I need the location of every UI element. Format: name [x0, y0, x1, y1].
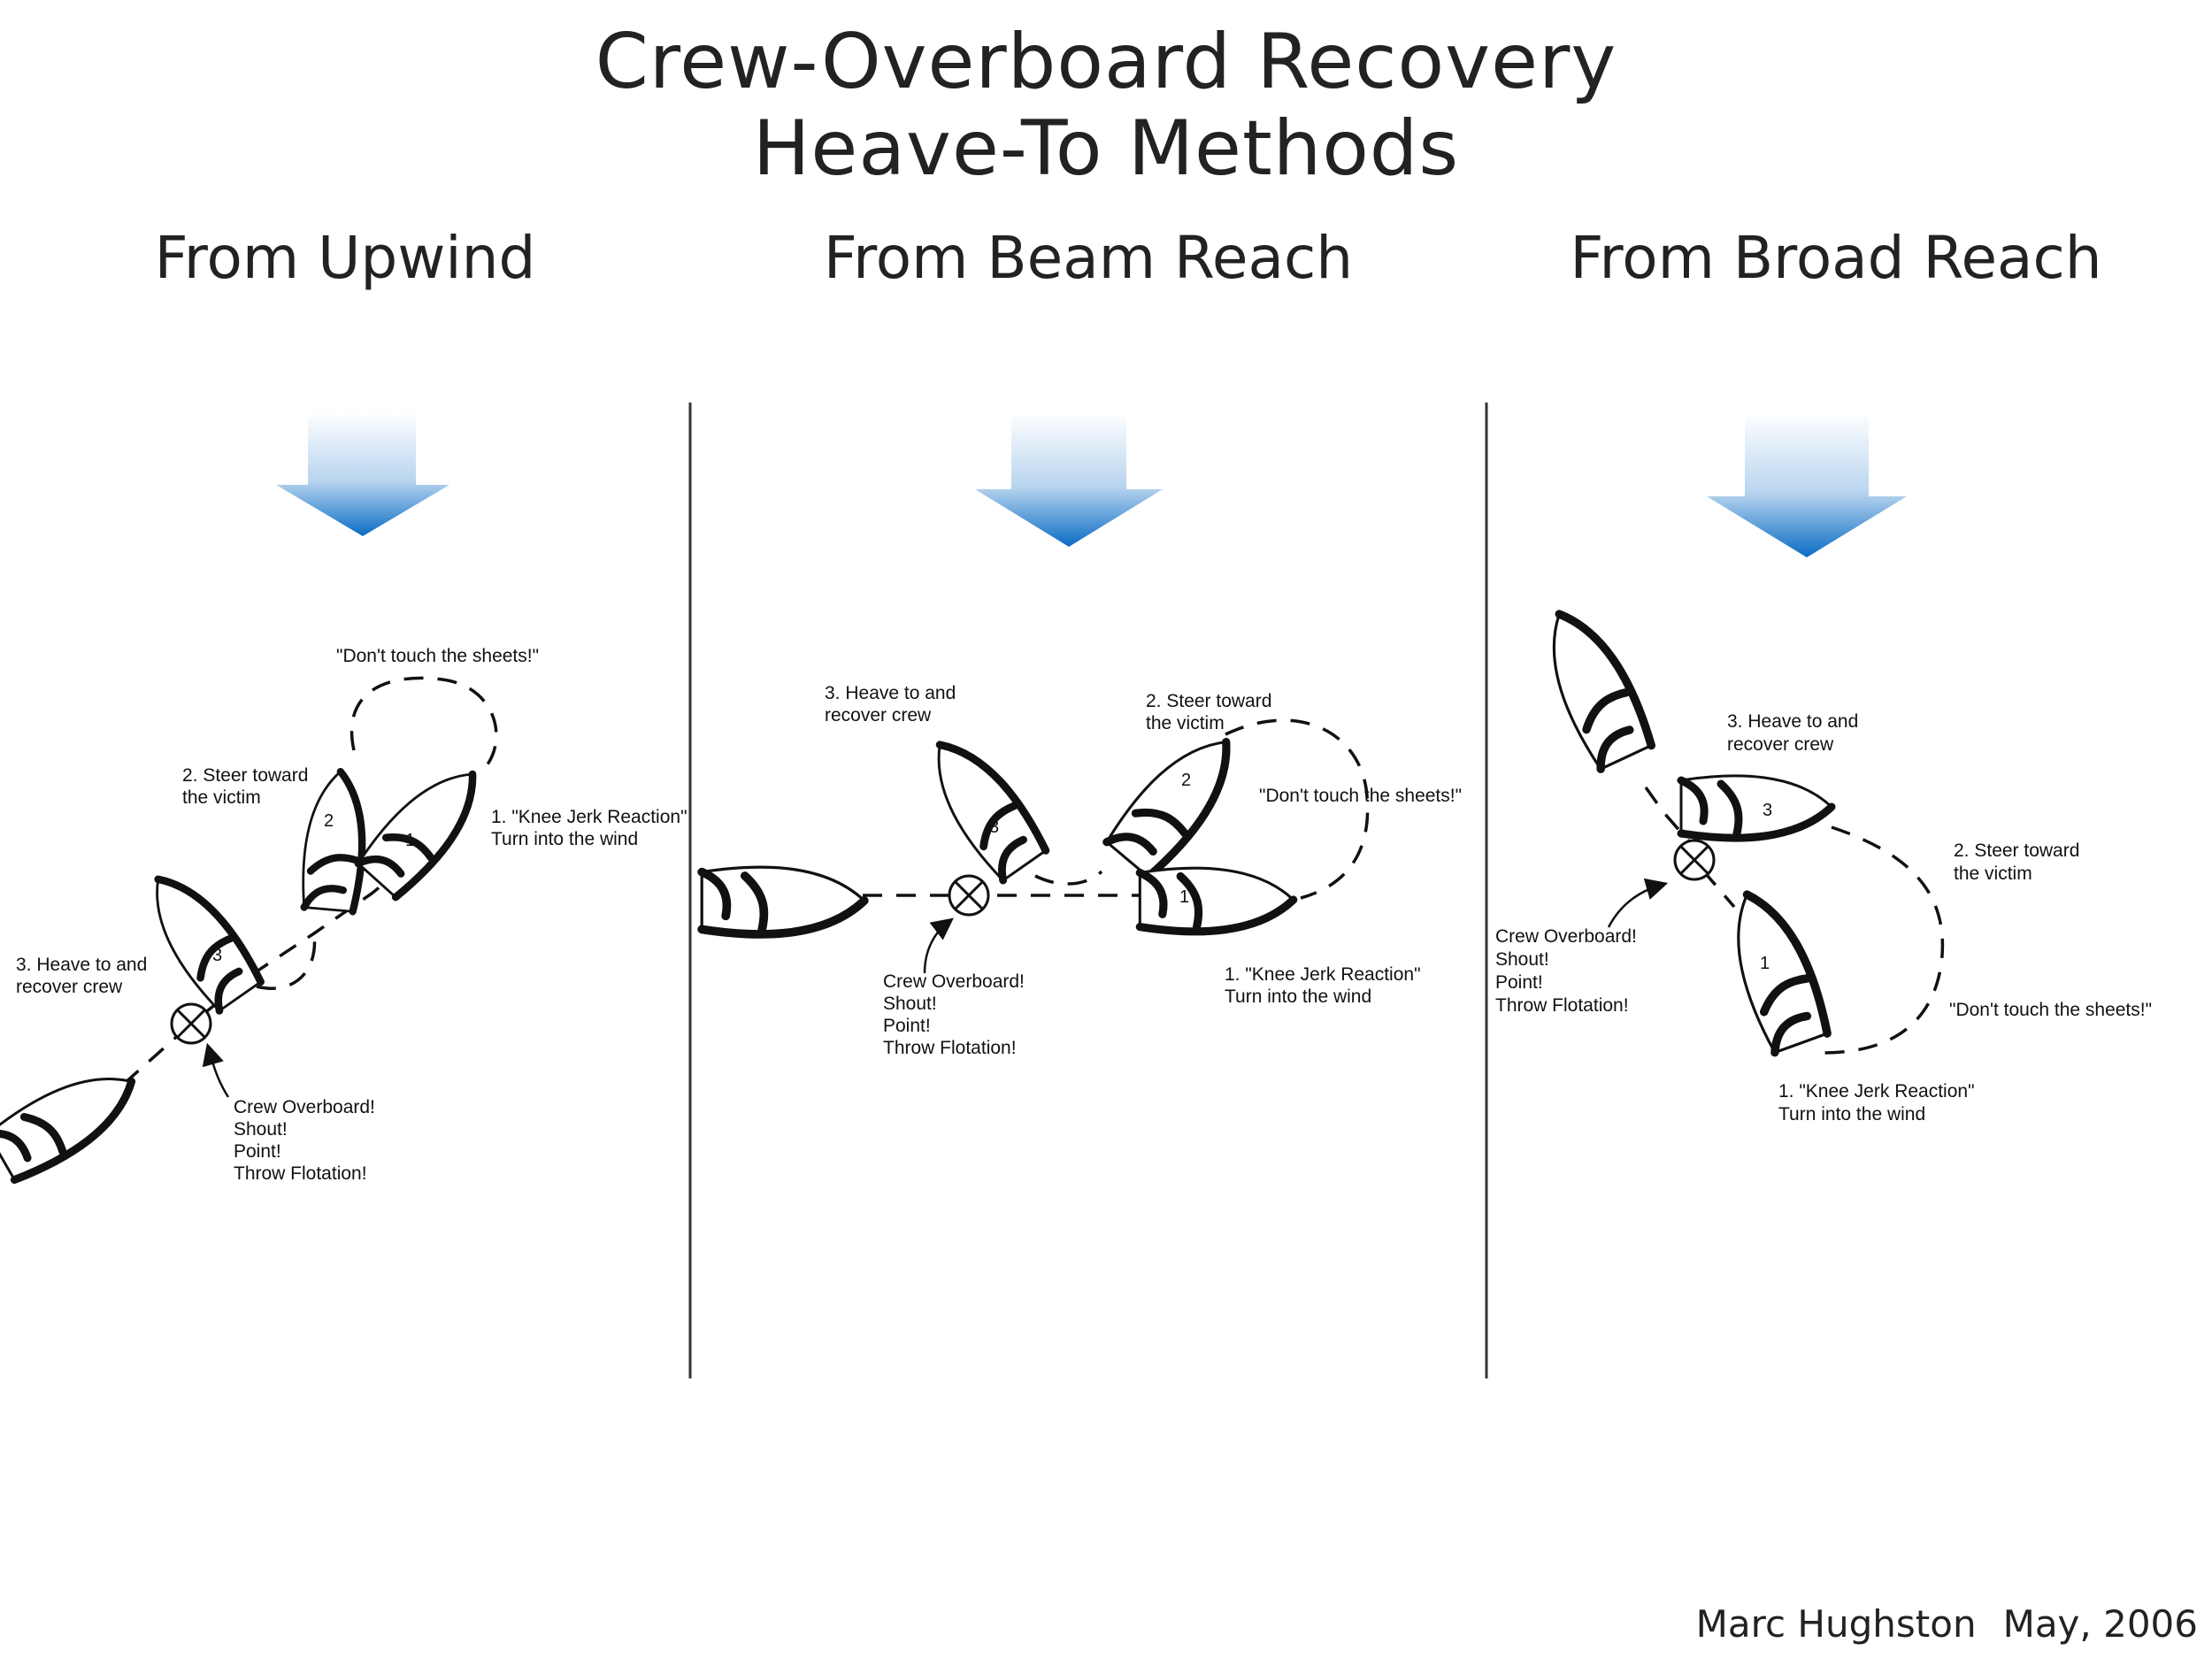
mob-label-line4: Throw Flotation! [1495, 995, 1629, 1016]
upwind-diagram: 2 1 3 "Don't touch the sheets!" 2. Steer… [0, 646, 687, 1184]
boat-number-3: 3 [989, 817, 999, 837]
track-loop [1822, 825, 1945, 1055]
track-curve [1034, 870, 1103, 886]
overboard-marker-icon [1673, 839, 1716, 881]
step1-label-line2: Turn into the wind [1225, 986, 1371, 1007]
track-loop [1225, 718, 1370, 900]
step1-label-line2: Turn into the wind [1778, 1104, 1925, 1125]
step2-label-line2: the victim [1954, 864, 2032, 884]
boat-1 [355, 755, 495, 901]
title-line-1: Crew-Overboard Recovery [595, 18, 1617, 106]
section-heading-upwind: From Upwind [154, 224, 536, 292]
boat-3 [1681, 776, 1832, 838]
track-curve [256, 933, 317, 990]
sheets-label: "Don't touch the sheets!" [1949, 1000, 2152, 1020]
sheets-label: "Don't touch the sheets!" [1259, 786, 1462, 806]
step2-label-line1: 2. Steer toward [1146, 691, 1271, 711]
boat-start [1530, 601, 1655, 771]
step2-label-line1: 2. Steer toward [1954, 841, 2079, 861]
step2-label-line2: the victim [182, 787, 261, 808]
step2-label-line2: the victim [1146, 713, 1225, 733]
mob-label-line3: Point! [234, 1141, 281, 1162]
step1-label-line2: Turn into the wind [491, 829, 638, 849]
boat-3 [915, 727, 1049, 883]
step2-label-line1: 2. Steer toward [182, 765, 308, 786]
section-heading-beam-reach: From Beam Reach [823, 224, 1354, 292]
mob-label-line2: Shout! [883, 994, 937, 1014]
mob-label-line1: Crew Overboard! [234, 1097, 375, 1117]
pointer-arrow-icon [202, 1042, 230, 1098]
mob-label-line4: Throw Flotation! [883, 1038, 1017, 1058]
pointer-arrow-icon [1607, 878, 1669, 928]
step3-label-line1: 3. Heave to and [1727, 711, 1858, 732]
pointer-arrow-icon [923, 917, 954, 974]
mob-label-line1: Crew Overboard! [883, 971, 1025, 992]
mob-label-line1: Crew Overboard! [1495, 926, 1637, 947]
boat-start [702, 867, 864, 934]
boat-1 [1140, 868, 1293, 932]
step3-label-line1: 3. Heave to and [16, 955, 147, 975]
step3-label-line2: recover crew [1727, 734, 1834, 755]
overboard-marker-icon [948, 874, 990, 917]
mob-label-line4: Throw Flotation! [234, 1163, 367, 1184]
mob-label-line3: Point! [883, 1016, 931, 1036]
section-heading-broad-reach: From Broad Reach [1570, 224, 2102, 292]
mob-label-line2: Shout! [1495, 949, 1549, 970]
step3-label-line2: recover crew [16, 977, 123, 997]
boat-3 [134, 863, 264, 1014]
boat-number-3: 3 [212, 946, 222, 965]
author-name: Marc Hughston [1695, 1602, 1977, 1646]
broad-reach-diagram: 3 1 3. Heave to and recover crew 2. Stee… [1495, 601, 2152, 1125]
boat-number-1: 1 [405, 831, 415, 850]
beam-reach-diagram: 3 2 1 3. Heave to and recover crew 2. St… [702, 683, 1462, 1058]
overboard-marker-icon [170, 1002, 212, 1045]
boat-number-1: 1 [1760, 954, 1770, 973]
boat-number-2: 2 [1181, 771, 1191, 790]
title-line-2: Heave-To Methods [752, 104, 1460, 193]
boat-number-2: 2 [324, 811, 334, 831]
credit-date: May, 2006 [2002, 1602, 2198, 1646]
wind-arrow-icon [276, 412, 449, 536]
step1-label-line1: 1. "Knee Jerk Reaction" [1225, 964, 1421, 985]
sheets-label: "Don't touch the sheets!" [336, 646, 539, 666]
step3-label-line1: 3. Heave to and [825, 683, 956, 703]
step1-label-line1: 1. "Knee Jerk Reaction" [491, 807, 687, 827]
boat-start [0, 1055, 147, 1184]
mob-label-line3: Point! [1495, 972, 1543, 993]
boat-2 [300, 769, 369, 911]
boat-1 [1717, 884, 1832, 1055]
step1-label-line1: 1. "Knee Jerk Reaction" [1778, 1081, 1975, 1101]
boat-number-1: 1 [1179, 887, 1189, 907]
boat-2 [1103, 722, 1250, 880]
track-loop [349, 676, 498, 770]
author-credit: Marc Hughston May, 2006 [1670, 1602, 2198, 1646]
wind-arrow-icon [1707, 412, 1907, 557]
mob-label-line2: Shout! [234, 1119, 288, 1140]
wind-arrow-icon [975, 412, 1163, 547]
step3-label-line2: recover crew [825, 705, 932, 725]
boat-number-3: 3 [1763, 801, 1772, 820]
